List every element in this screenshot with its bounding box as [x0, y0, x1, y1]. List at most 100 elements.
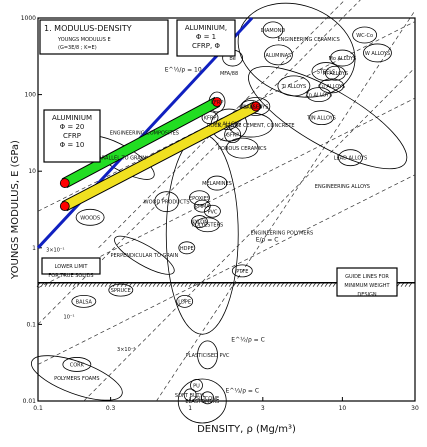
- lower-limit-hatch: [132, 282, 137, 287]
- region-porous-outline: [225, 137, 259, 159]
- lower-limit-hatch: [300, 282, 305, 287]
- chart-subtitle2: (G=3E/8 ; K=E): [58, 45, 97, 51]
- lower-limit-hatch: [272, 282, 277, 287]
- box-aluminium-cfrp-line: CFRP, Φ: [192, 42, 220, 50]
- lower-limit-hatch: [320, 282, 325, 287]
- region-mo-label: Mo ALLOYS: [329, 56, 357, 62]
- lower-limit-hatch: [72, 282, 77, 287]
- region-polymers-outline: [165, 133, 239, 335]
- label-1e-1: 10⁻¹: [64, 314, 75, 320]
- region-al-label: Al ALLOYS: [243, 104, 268, 110]
- box-guide-line: GUIDE LINES FOR: [345, 274, 389, 280]
- lower-limit-hatch: [80, 282, 85, 287]
- point-aluminium: [59, 201, 70, 212]
- x-tick-label: 3: [261, 405, 265, 412]
- lower-limit-hatch: [116, 282, 121, 287]
- region-cfrp-label: CFRP: [211, 100, 224, 106]
- region-polyesters-outline: [195, 217, 220, 233]
- region-lead-outline: [338, 149, 363, 167]
- region-w-label: W ALLOYS: [365, 51, 390, 57]
- region-gfrp-outline: [224, 126, 242, 144]
- region-pu-outline: [190, 378, 203, 392]
- lower-limit-hatch: [292, 282, 297, 287]
- lower-limit-hatch: [404, 282, 409, 287]
- lower-limit-hatch: [188, 282, 193, 287]
- lower-limit-hatch: [288, 282, 293, 287]
- region-epoxies-label: EPOXIES: [189, 196, 210, 202]
- y-tick-label: 100: [25, 92, 37, 99]
- lower-limit-hatch: [56, 282, 61, 287]
- lower-limit-hatch: [240, 282, 245, 287]
- region-zn-outline: [306, 87, 332, 102]
- lower-limit-hatch: [248, 282, 253, 287]
- region-wc-co-label: WC-Co: [356, 33, 373, 39]
- region-hdpe-label: HDPE: [180, 246, 194, 252]
- lower-limit-hatch: [256, 282, 261, 287]
- lower-limit-hatch: [104, 282, 109, 287]
- regions-layer: [31, 2, 408, 424]
- lower-limit-hatch: [140, 282, 145, 287]
- region-eng-alloys-outline: [248, 66, 408, 170]
- region-soft-butyl-label: SOFT BUTYL: [175, 393, 206, 399]
- region-al-outline: [241, 97, 271, 116]
- y-tick-label: 10: [28, 168, 36, 175]
- lower-limit-hatch: [36, 282, 41, 287]
- guide-line-third-a: [156, 10, 416, 402]
- region-nylon-outline: [191, 215, 208, 228]
- lower-limit-hatch: [280, 282, 285, 287]
- region-foams-outline: [31, 355, 123, 401]
- lower-limit-hatch: [68, 282, 73, 287]
- region-woods-label: WOODS: [80, 215, 100, 221]
- region-steels-label: STEELS: [317, 70, 336, 76]
- lower-limit-hatch: [328, 282, 333, 287]
- box-aluminium-left-line: CFRP: [63, 132, 81, 140]
- region-pvc-label: PVC: [207, 209, 217, 215]
- region-diamond-label: DIAMOND: [261, 28, 286, 34]
- region-glasses-label: GLASSES: [239, 104, 262, 110]
- chart-ref: MFA/88: [220, 71, 238, 77]
- box-guide-box: [336, 267, 398, 297]
- lower-limit-hatch: [164, 282, 169, 287]
- region-hdpe-outline: [178, 241, 196, 255]
- lower-limit-hatch: [144, 282, 149, 287]
- lower-limit-hatch: [224, 282, 229, 287]
- lower-limit-hatch: [304, 282, 309, 287]
- region-foams-label: POLYMERS FOAMS: [54, 376, 99, 382]
- frame-layer: [36, 0, 416, 402]
- x-tick-label: 0.3: [106, 405, 116, 412]
- region-ni-outline: [325, 65, 346, 81]
- lower-limit-hatch: [296, 282, 301, 287]
- region-rock-label: ROCK, STONE CEMENT, CONCRETE: [207, 123, 295, 129]
- label-3e-2: 3×10⁻²: [117, 347, 135, 353]
- box-guide-line: DESIGN: [357, 292, 377, 298]
- region-silicone-outline: [201, 391, 214, 405]
- region-diamond-outline: [262, 21, 284, 39]
- region-perp-outline: [114, 235, 175, 275]
- lower-limit-hatch: [260, 282, 265, 287]
- region-wood-products-outline: [154, 191, 180, 213]
- lower-limit-hatch: [408, 282, 413, 287]
- box-aluminium-left-line: Φ = 20: [60, 123, 85, 131]
- lower-limit-hatch: [276, 282, 281, 287]
- region-porous-label: POROUS CERAMICS: [218, 146, 267, 152]
- label-e-third-c: E^⅓/ρ = C: [226, 387, 260, 394]
- region-gfrp-label: GFRP: [226, 133, 239, 139]
- region-ptfe-label: PTFE: [236, 269, 248, 275]
- region-polyesters-label: POLYESTERS: [192, 223, 223, 229]
- point-cfrp: [212, 97, 222, 107]
- region-alumina-outline: [264, 44, 293, 66]
- region-soft-butyl-outline: [183, 388, 197, 402]
- region-lead-label: LEAD ALLOYS: [334, 156, 368, 162]
- lower-limit-hatch: [208, 282, 213, 287]
- chart-subtitle: YOUNGS MODULUS E: [57, 37, 111, 43]
- lower-limit-hatch: [76, 282, 81, 287]
- lower-limit-hatch: [200, 282, 205, 287]
- y-tick-label: 1: [32, 245, 36, 252]
- region-wc-co-outline: [352, 26, 378, 44]
- region-ldpe-outline: [176, 294, 194, 308]
- lower-limit-hatch: [268, 282, 273, 287]
- lower-limit-hatch: [180, 282, 185, 287]
- region-elastomers-label: ELASTOMERS: [185, 399, 219, 405]
- region-balsa-label: BALSA: [76, 299, 93, 305]
- lower-limit-hatch: [172, 282, 177, 287]
